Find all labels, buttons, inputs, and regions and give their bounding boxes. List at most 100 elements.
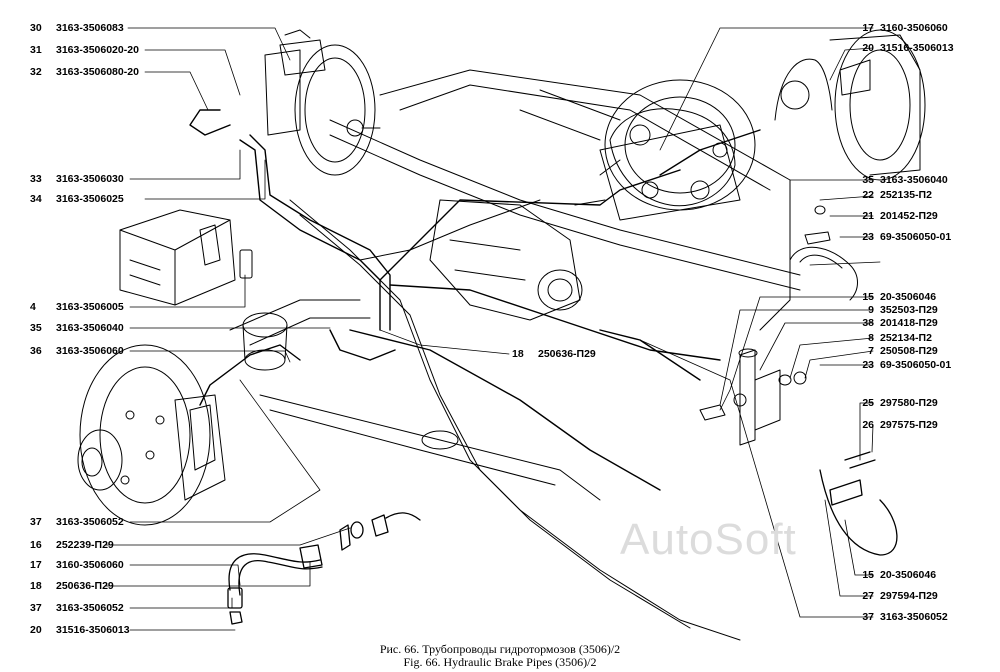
callout-code: 69-3506050-01 [880, 359, 952, 371]
callout-code: 297575-П29 [880, 419, 938, 431]
callout-right-7: 7 250508-П29 [850, 345, 938, 357]
callout-code: 201418-П29 [880, 317, 938, 329]
callout-number: 18 [512, 348, 524, 360]
callout-code: 3163-3506052 [56, 602, 124, 614]
callout-right-25: 25 297580-П29 [850, 397, 938, 409]
callout-code: 252239-П29 [56, 539, 114, 551]
callout-code: 3163-3506005 [56, 301, 124, 313]
callout-number: 32 [30, 66, 42, 78]
callout-code: 3160-3506060 [56, 559, 124, 571]
callout-number: 38 [862, 317, 874, 329]
callout-left-36: 36 3163-3506060 [30, 345, 124, 357]
callout-number: 20 [862, 42, 874, 54]
callout-code: 3163-3506020-20 [56, 44, 139, 56]
callout-code: 3163-3506040 [880, 174, 948, 186]
callout-number: 30 [30, 22, 42, 34]
callout-code: 252134-П2 [880, 332, 932, 344]
callout-number: 25 [862, 397, 874, 409]
callout-code: 20-3506046 [880, 291, 937, 303]
figure-caption-en: Fig. 66. Hydraulic Brake Pipes (3506)/2 [403, 655, 597, 669]
callout-number: 36 [30, 345, 42, 357]
differential-housing [429, 199, 583, 321]
callout-code: 31516-3506013 [880, 42, 954, 54]
callout-left-4: 4 3163-3506005 [30, 301, 124, 313]
callout-number: 35 [30, 322, 42, 334]
callout-right-9: 9 352503-П29 [850, 304, 938, 316]
watermark: AutoSoft [620, 515, 797, 564]
callout-number: 35 [862, 174, 874, 186]
callout-left-16: 16 252239-П29 [30, 539, 114, 551]
callout-code: 3163-3506052 [880, 611, 948, 623]
callout-left-35: 35 3163-3506040 [30, 322, 124, 334]
callout-code: 250636-П29 [538, 348, 596, 360]
clip-detail [789, 205, 858, 301]
callout-number: 31 [30, 44, 42, 56]
leader-lines [104, 27, 881, 631]
spring-clip-detail [819, 451, 898, 556]
callout-number: 15 [862, 569, 874, 581]
callout-left-32: 32 3163-3506080-20 [30, 66, 139, 78]
brake-pipes [189, 109, 761, 491]
callout-right-15b: 15 20-3506046 [850, 569, 936, 581]
callout-number: 17 [862, 22, 874, 34]
callout-left-37b: 37 3163-3506052 [30, 602, 124, 614]
callout-right-38: 38 201418-П29 [850, 317, 938, 329]
front-wheel-hub [77, 344, 226, 526]
callout-number: 18 [30, 580, 42, 592]
bracket-detail [699, 348, 807, 446]
callout-center-18: 18 250636-П29 [512, 348, 596, 360]
callout-code: 3163-3506083 [56, 22, 124, 34]
figure-caption-ru: Рис. 66. Трубопроводы гидротормозов (350… [379, 642, 621, 656]
callout-right-23: 23 69-3506050-01 [850, 231, 951, 243]
callout-number: 7 [868, 345, 874, 357]
callout-number: 23 [862, 231, 874, 243]
callout-number: 20 [30, 624, 42, 636]
callout-number: 37 [30, 602, 42, 614]
callout-code: 297594-П29 [880, 590, 938, 602]
callout-left-34: 34 3163-3506025 [30, 193, 124, 205]
callout-number: 9 [868, 304, 874, 316]
callout-code: 3163-3506060 [56, 345, 124, 357]
callout-number: 16 [30, 539, 42, 551]
hose-detail-bottom [227, 512, 421, 625]
callout-left-30: 30 3163-3506083 [30, 22, 124, 34]
callout-right-27: 27 297594-П29 [850, 590, 938, 602]
abs-modulator [119, 209, 253, 306]
callout-number: 22 [862, 189, 874, 201]
callout-right-26: 26 297575-П29 [850, 419, 938, 431]
callout-code: 352503-П29 [880, 304, 938, 316]
callout-right-23b: 23 69-3506050-01 [850, 359, 951, 371]
callout-code: 250508-П29 [880, 345, 938, 357]
callout-code: 297580-П29 [880, 397, 938, 409]
callout-number: 34 [30, 193, 42, 205]
master-cylinder-booster [264, 29, 381, 176]
callout-code: 3163-3506052 [56, 516, 124, 528]
callout-number: 27 [862, 590, 874, 602]
callout-code: 69-3506050-01 [880, 231, 952, 243]
callout-code: 201452-П29 [880, 210, 938, 222]
callout-right-35: 35 3163-3506040 [850, 174, 948, 186]
callout-right-20: 20 31516-3506013 [850, 42, 954, 54]
callout-number: 37 [30, 516, 42, 528]
callout-number: 15 [862, 291, 874, 303]
callout-number: 4 [30, 301, 36, 313]
front-axle-beam [259, 394, 601, 501]
callout-number: 8 [868, 332, 874, 344]
callout-left-31: 31 3163-3506020-20 [30, 44, 139, 56]
callout-code: 3163-3506040 [56, 322, 124, 334]
callout-code: 20-3506046 [880, 569, 937, 581]
callout-number: 21 [862, 210, 874, 222]
callout-right-8: 8 252134-П2 [850, 332, 932, 344]
callout-number: 23 [862, 359, 874, 371]
callout-code: 3163-3506025 [56, 193, 124, 205]
callout-code: 252135-П2 [880, 189, 932, 201]
callout-code: 3163-3506080-20 [56, 66, 139, 78]
callout-number: 26 [862, 419, 874, 431]
